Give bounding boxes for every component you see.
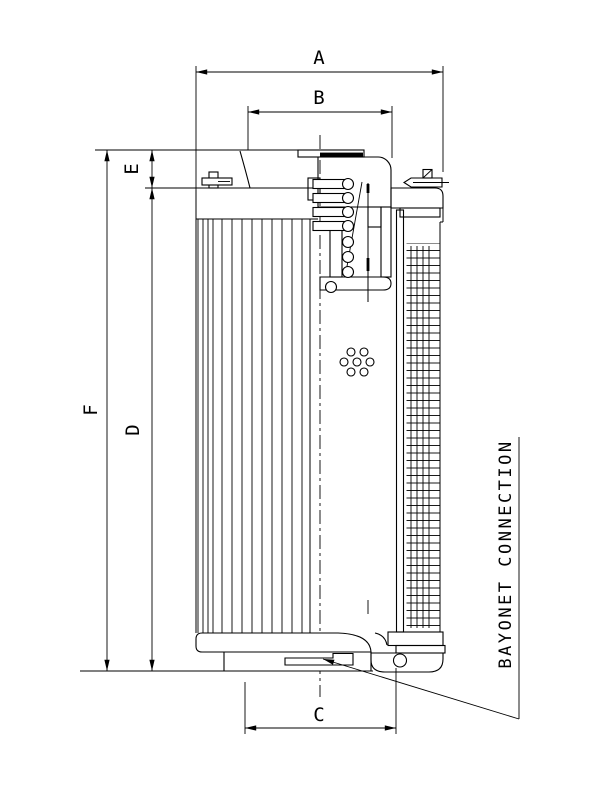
bayonet-tab-right	[402, 168, 449, 188]
bayonet-pin-left	[201, 171, 233, 189]
dimension-f: F	[80, 150, 110, 671]
dimension-c: C	[244, 668, 397, 734]
bayonet-slot	[284, 652, 354, 666]
dim-label-d: D	[122, 424, 144, 435]
bypass-spring	[312, 177, 370, 614]
cap-left-profile	[239, 150, 251, 189]
dim-label-b: B	[313, 87, 324, 109]
dimension-d: D	[122, 188, 155, 671]
dim-label-f: F	[80, 404, 102, 415]
o-ring	[392, 653, 408, 668]
bottom-end-cap	[195, 631, 446, 673]
leader-line	[322, 658, 520, 720]
dim-label-e: E	[121, 163, 143, 174]
wire-mesh-screen	[395, 209, 440, 633]
core-hole-pattern	[339, 347, 375, 377]
bayonet-connection-label: BAYONET CONNECTION	[496, 439, 516, 668]
dim-label-a: A	[313, 47, 325, 69]
dimension-b: B	[247, 87, 393, 158]
dimension-a: A	[195, 47, 444, 190]
dim-label-c: C	[313, 704, 324, 726]
pleated-media	[195, 190, 318, 633]
dimension-e: E	[121, 150, 155, 188]
bayonet-annotation: BAYONET CONNECTION	[322, 437, 520, 720]
